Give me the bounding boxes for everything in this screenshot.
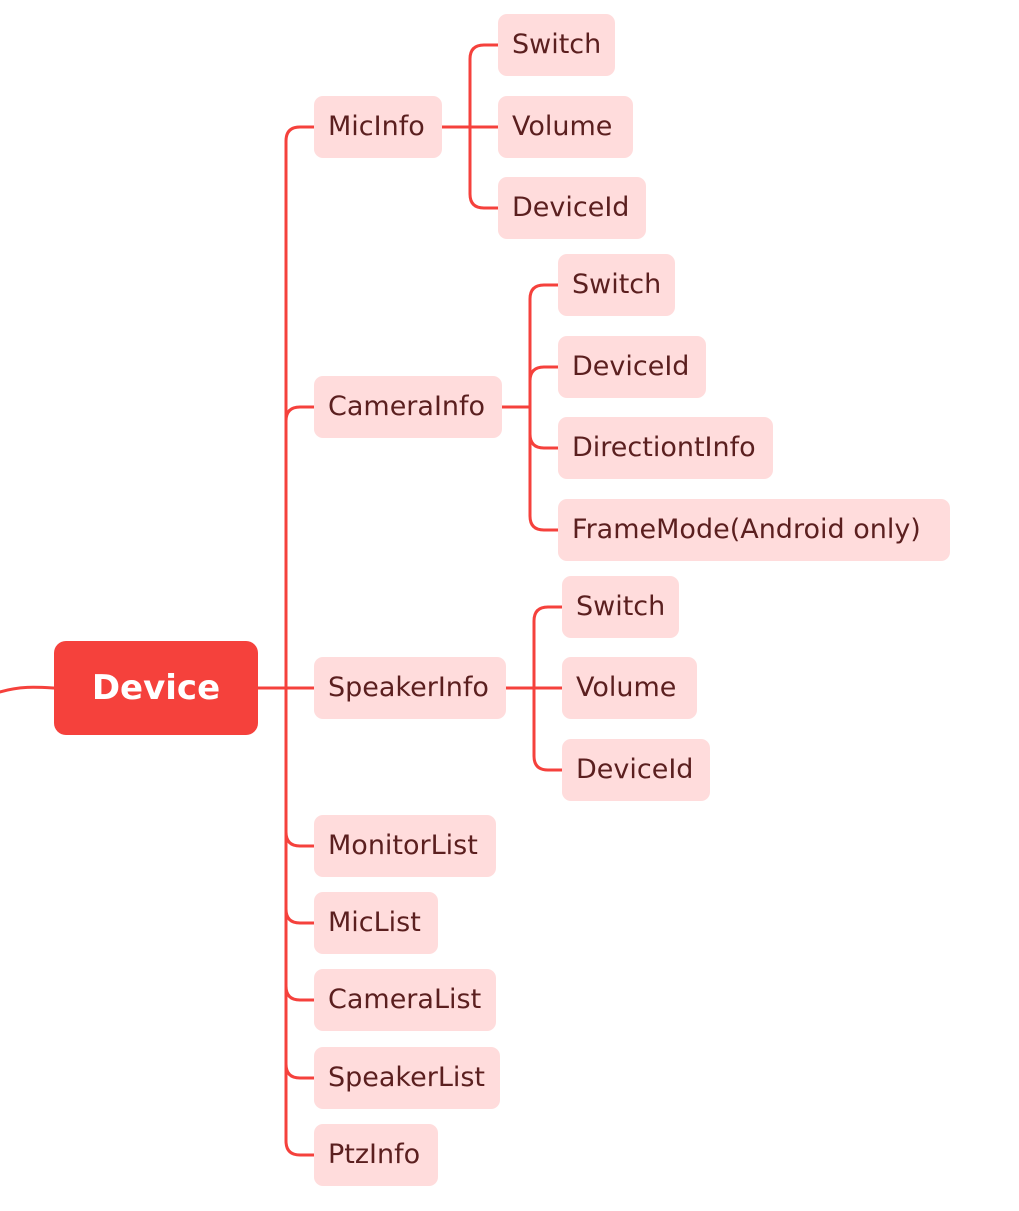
incoming-connector [0, 685, 56, 694]
node-speaker-volume[interactable]: Volume [562, 657, 697, 719]
node-mic-volume[interactable]: Volume [498, 96, 633, 158]
node-speakerlist[interactable]: SpeakerList [314, 1047, 500, 1109]
level1-branch-cameralist [284, 984, 316, 1002]
speaker-trunk [532, 605, 564, 772]
node-speaker-switch[interactable]: Switch [562, 576, 679, 638]
node-camerainfo[interactable]: CameraInfo [314, 376, 502, 438]
node-ptzinfo[interactable]: PtzInfo [314, 1124, 438, 1186]
node-cameralist[interactable]: CameraList [314, 969, 496, 1031]
node-speakerinfo[interactable]: SpeakerInfo [314, 657, 506, 719]
node-micinfo[interactable]: MicInfo [314, 96, 442, 158]
level1-branch-camera [284, 405, 316, 423]
camera-trunk [528, 283, 560, 532]
mic-trunk [468, 43, 500, 210]
node-camera-directioninfo[interactable]: DirectiontInfo [558, 417, 773, 479]
level1-branch-monitor [284, 830, 316, 848]
level1-trunk [284, 125, 316, 1157]
node-miclist[interactable]: MicList [314, 892, 438, 954]
node-camera-deviceid[interactable]: DeviceId [558, 336, 706, 398]
node-monitorlist[interactable]: MonitorList [314, 815, 496, 877]
level1-branch-speakerlist [284, 1062, 316, 1080]
camera-branch-deviceid [528, 365, 560, 383]
node-speaker-deviceid[interactable]: DeviceId [562, 739, 710, 801]
node-mic-switch[interactable]: Switch [498, 14, 615, 76]
camera-branch-direction [528, 432, 560, 450]
root-node-device[interactable]: Device [54, 641, 258, 735]
node-camera-framemode[interactable]: FrameMode(Android only) [558, 499, 950, 561]
node-camera-switch[interactable]: Switch [558, 254, 675, 316]
node-mic-deviceid[interactable]: DeviceId [498, 177, 646, 239]
level1-branch-miclist [284, 907, 316, 925]
